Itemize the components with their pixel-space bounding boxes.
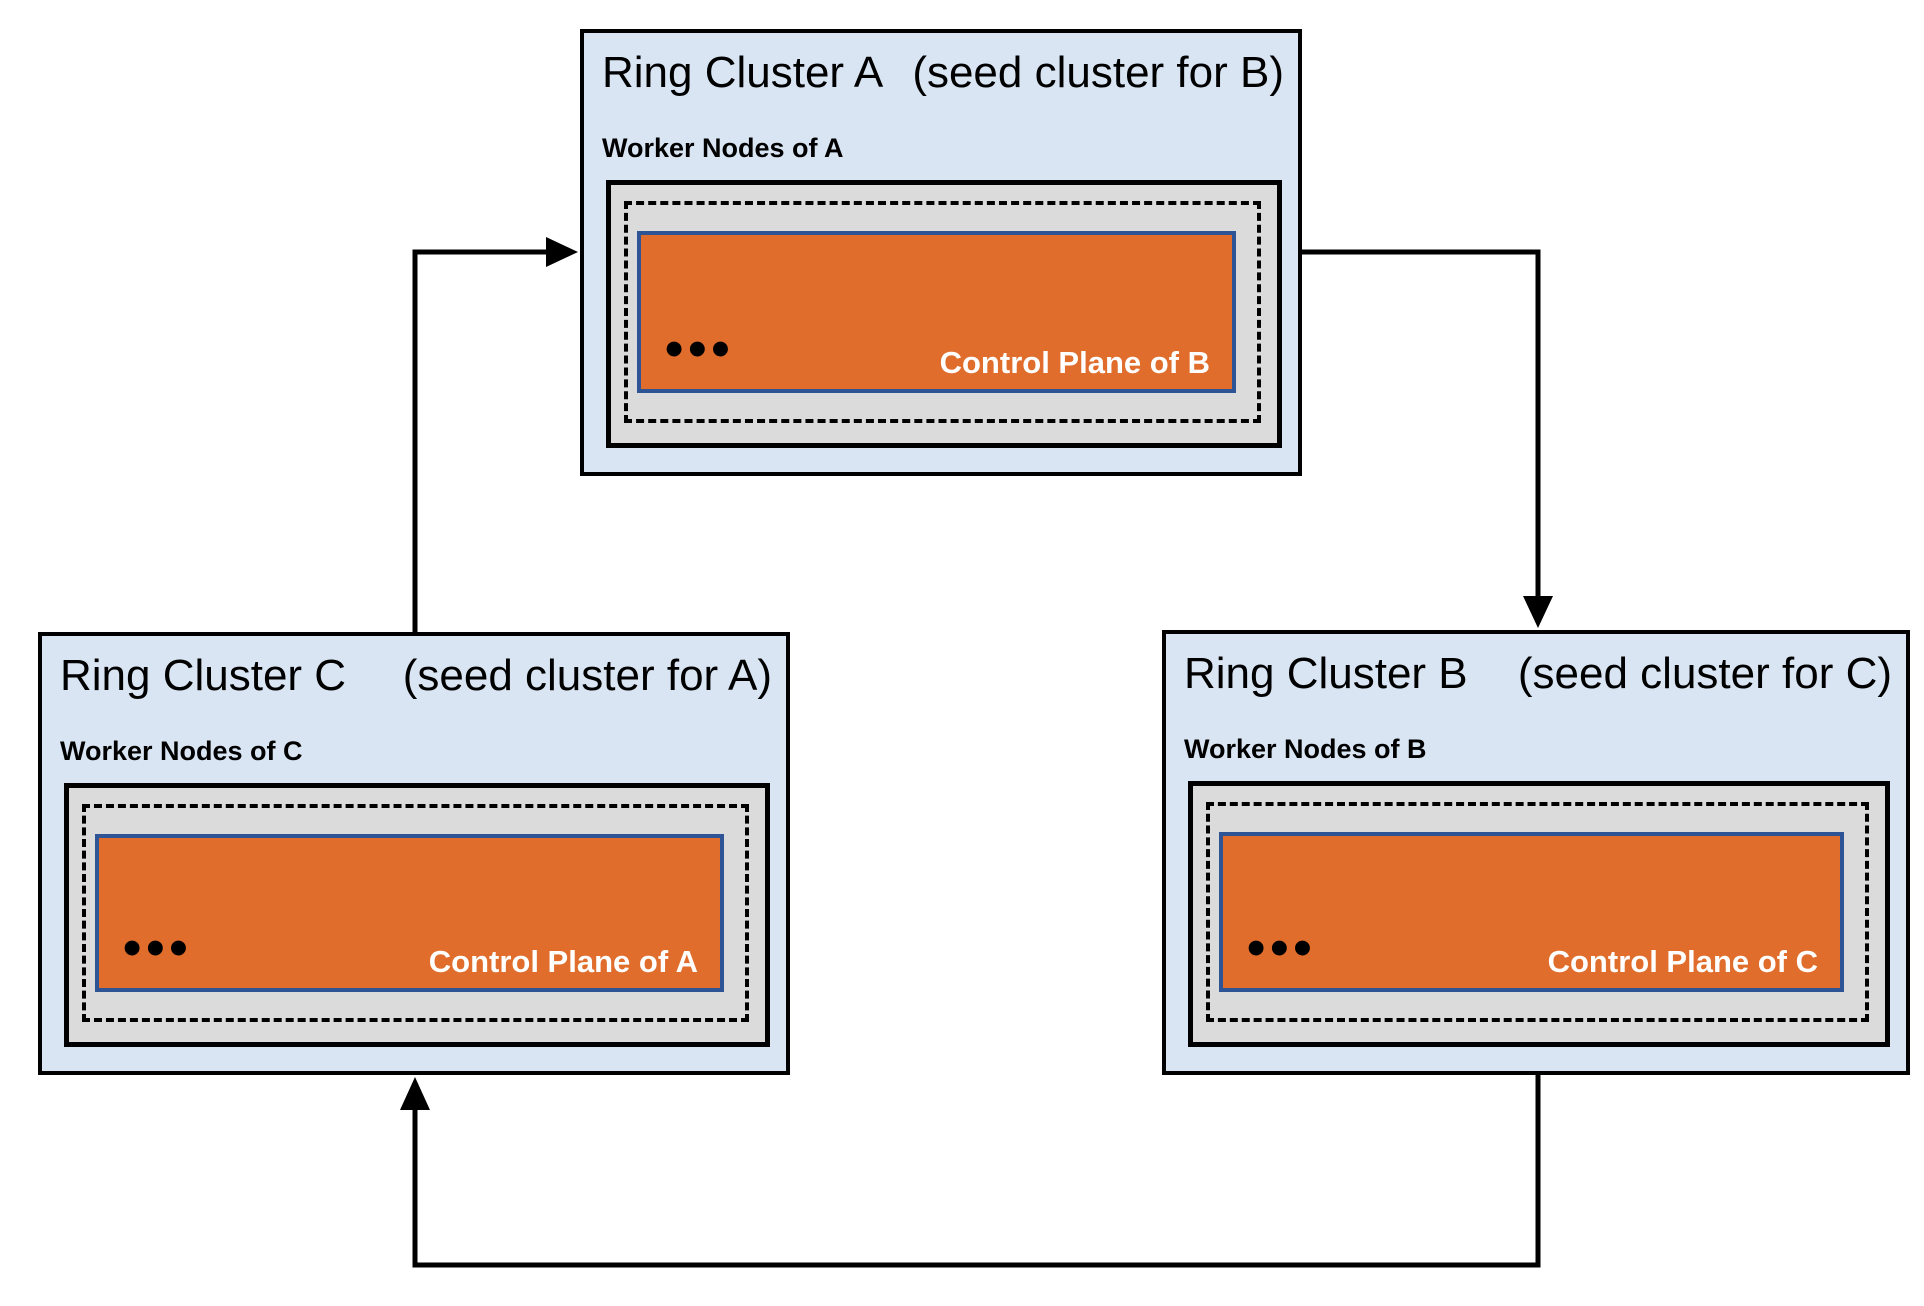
cluster-a-worker-nodes-box: ••• Control Plane of B (606, 180, 1282, 448)
cluster-b-control-plane-label: Control Plane of C (1547, 943, 1818, 979)
cluster-b-title-row: Ring Cluster B (seed cluster for C) (1166, 634, 1906, 701)
cluster-c-title: Ring Cluster C (60, 651, 347, 700)
cluster-c: Ring Cluster C (seed cluster for A) Work… (38, 632, 790, 1075)
cluster-a-worker-nodes-label: Worker Nodes of A (602, 133, 844, 163)
cluster-b-control-plane-box: ••• Control Plane of C (1219, 832, 1844, 992)
cluster-b-title: Ring Cluster B (1184, 649, 1468, 698)
arrow-c-to-a-head (546, 237, 578, 267)
arrow-a-to-b-head (1523, 596, 1553, 628)
cluster-b-subtitle: (seed cluster for C) (1517, 649, 1892, 698)
cluster-c-title-row: Ring Cluster C (seed cluster for A) (42, 636, 786, 703)
arrow-c-to-a-line (412, 249, 546, 632)
arrow-a-to-b (1302, 249, 1553, 628)
cluster-b-worker-nodes-label: Worker Nodes of B (1184, 734, 1427, 764)
cluster-b: Ring Cluster B (seed cluster for C) Work… (1162, 630, 1910, 1075)
arrow-a-to-b-line (1302, 249, 1541, 596)
arrow-c-to-a (412, 237, 578, 632)
cluster-a-control-plane-box: ••• Control Plane of B (637, 231, 1236, 393)
cluster-c-worker-nodes-label: Worker Nodes of C (60, 736, 303, 766)
cluster-c-worker-nodes-box: ••• Control Plane of A (64, 783, 770, 1047)
arrow-b-to-c-head (400, 1077, 430, 1110)
cluster-b-dashed-boundary: ••• Control Plane of C (1206, 802, 1869, 1022)
arrow-b-to-c (400, 1075, 1541, 1268)
cluster-c-control-plane-label: Control Plane of A (428, 943, 698, 979)
cluster-c-subtitle: (seed cluster for A) (402, 651, 772, 700)
cluster-a: Ring Cluster A (seed cluster for B) Work… (580, 29, 1302, 476)
cluster-a-control-plane-label: Control Plane of B (939, 344, 1210, 380)
cluster-c-dashed-boundary: ••• Control Plane of A (82, 804, 749, 1022)
ellipsis-dots: ••• (665, 320, 735, 378)
cluster-b-worker-nodes-box: ••• Control Plane of C (1188, 781, 1890, 1047)
cluster-a-title-row: Ring Cluster A (seed cluster for B) (584, 33, 1298, 100)
ellipsis-dots: ••• (1247, 919, 1317, 977)
cluster-a-subtitle: (seed cluster for B) (912, 48, 1284, 97)
arrow-b-to-c-line (412, 1075, 1541, 1268)
ellipsis-dots: ••• (123, 919, 193, 977)
cluster-a-title: Ring Cluster A (602, 48, 884, 97)
cluster-a-dashed-boundary: ••• Control Plane of B (624, 201, 1261, 423)
cluster-c-control-plane-box: ••• Control Plane of A (95, 834, 724, 992)
